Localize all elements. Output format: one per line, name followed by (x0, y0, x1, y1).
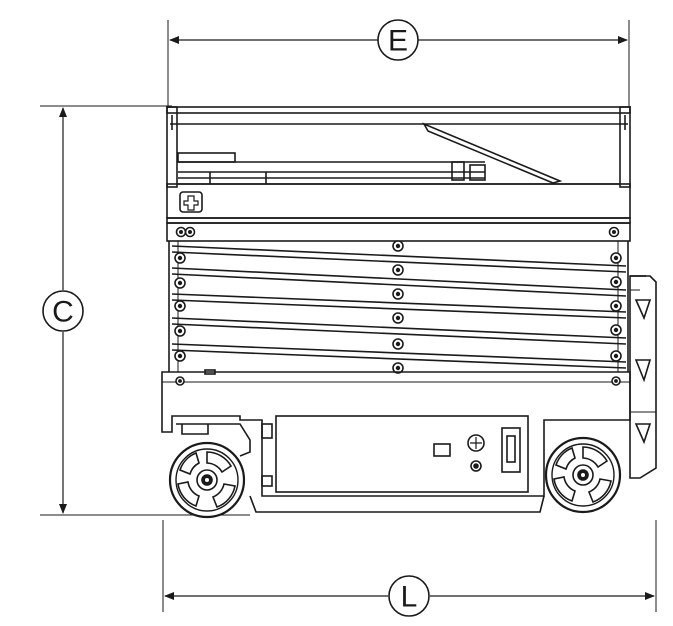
front-bracket (176, 423, 251, 457)
front-wheel (168, 441, 246, 519)
platform-deck (166, 183, 631, 242)
indicator-light (433, 443, 451, 457)
dimension-e-circle (377, 19, 419, 61)
rear-ladder (629, 275, 657, 479)
rear-wheel (544, 436, 622, 514)
dimension-c: C (40, 105, 250, 516)
dimension-l-circle (388, 575, 430, 617)
charger-socket-icon (501, 427, 521, 473)
dimension-c-circle (42, 290, 84, 332)
battery-compartment (261, 415, 529, 493)
scissor-stack (168, 226, 629, 374)
control-box-icon (179, 191, 203, 213)
dimension-c-label: C (52, 296, 74, 329)
dimension-e: E (167, 19, 630, 108)
platform-guardrail (166, 106, 631, 188)
dimension-l-label: L (401, 581, 418, 614)
dimension-e-label: E (388, 25, 408, 58)
dimension-l: L (162, 520, 657, 617)
